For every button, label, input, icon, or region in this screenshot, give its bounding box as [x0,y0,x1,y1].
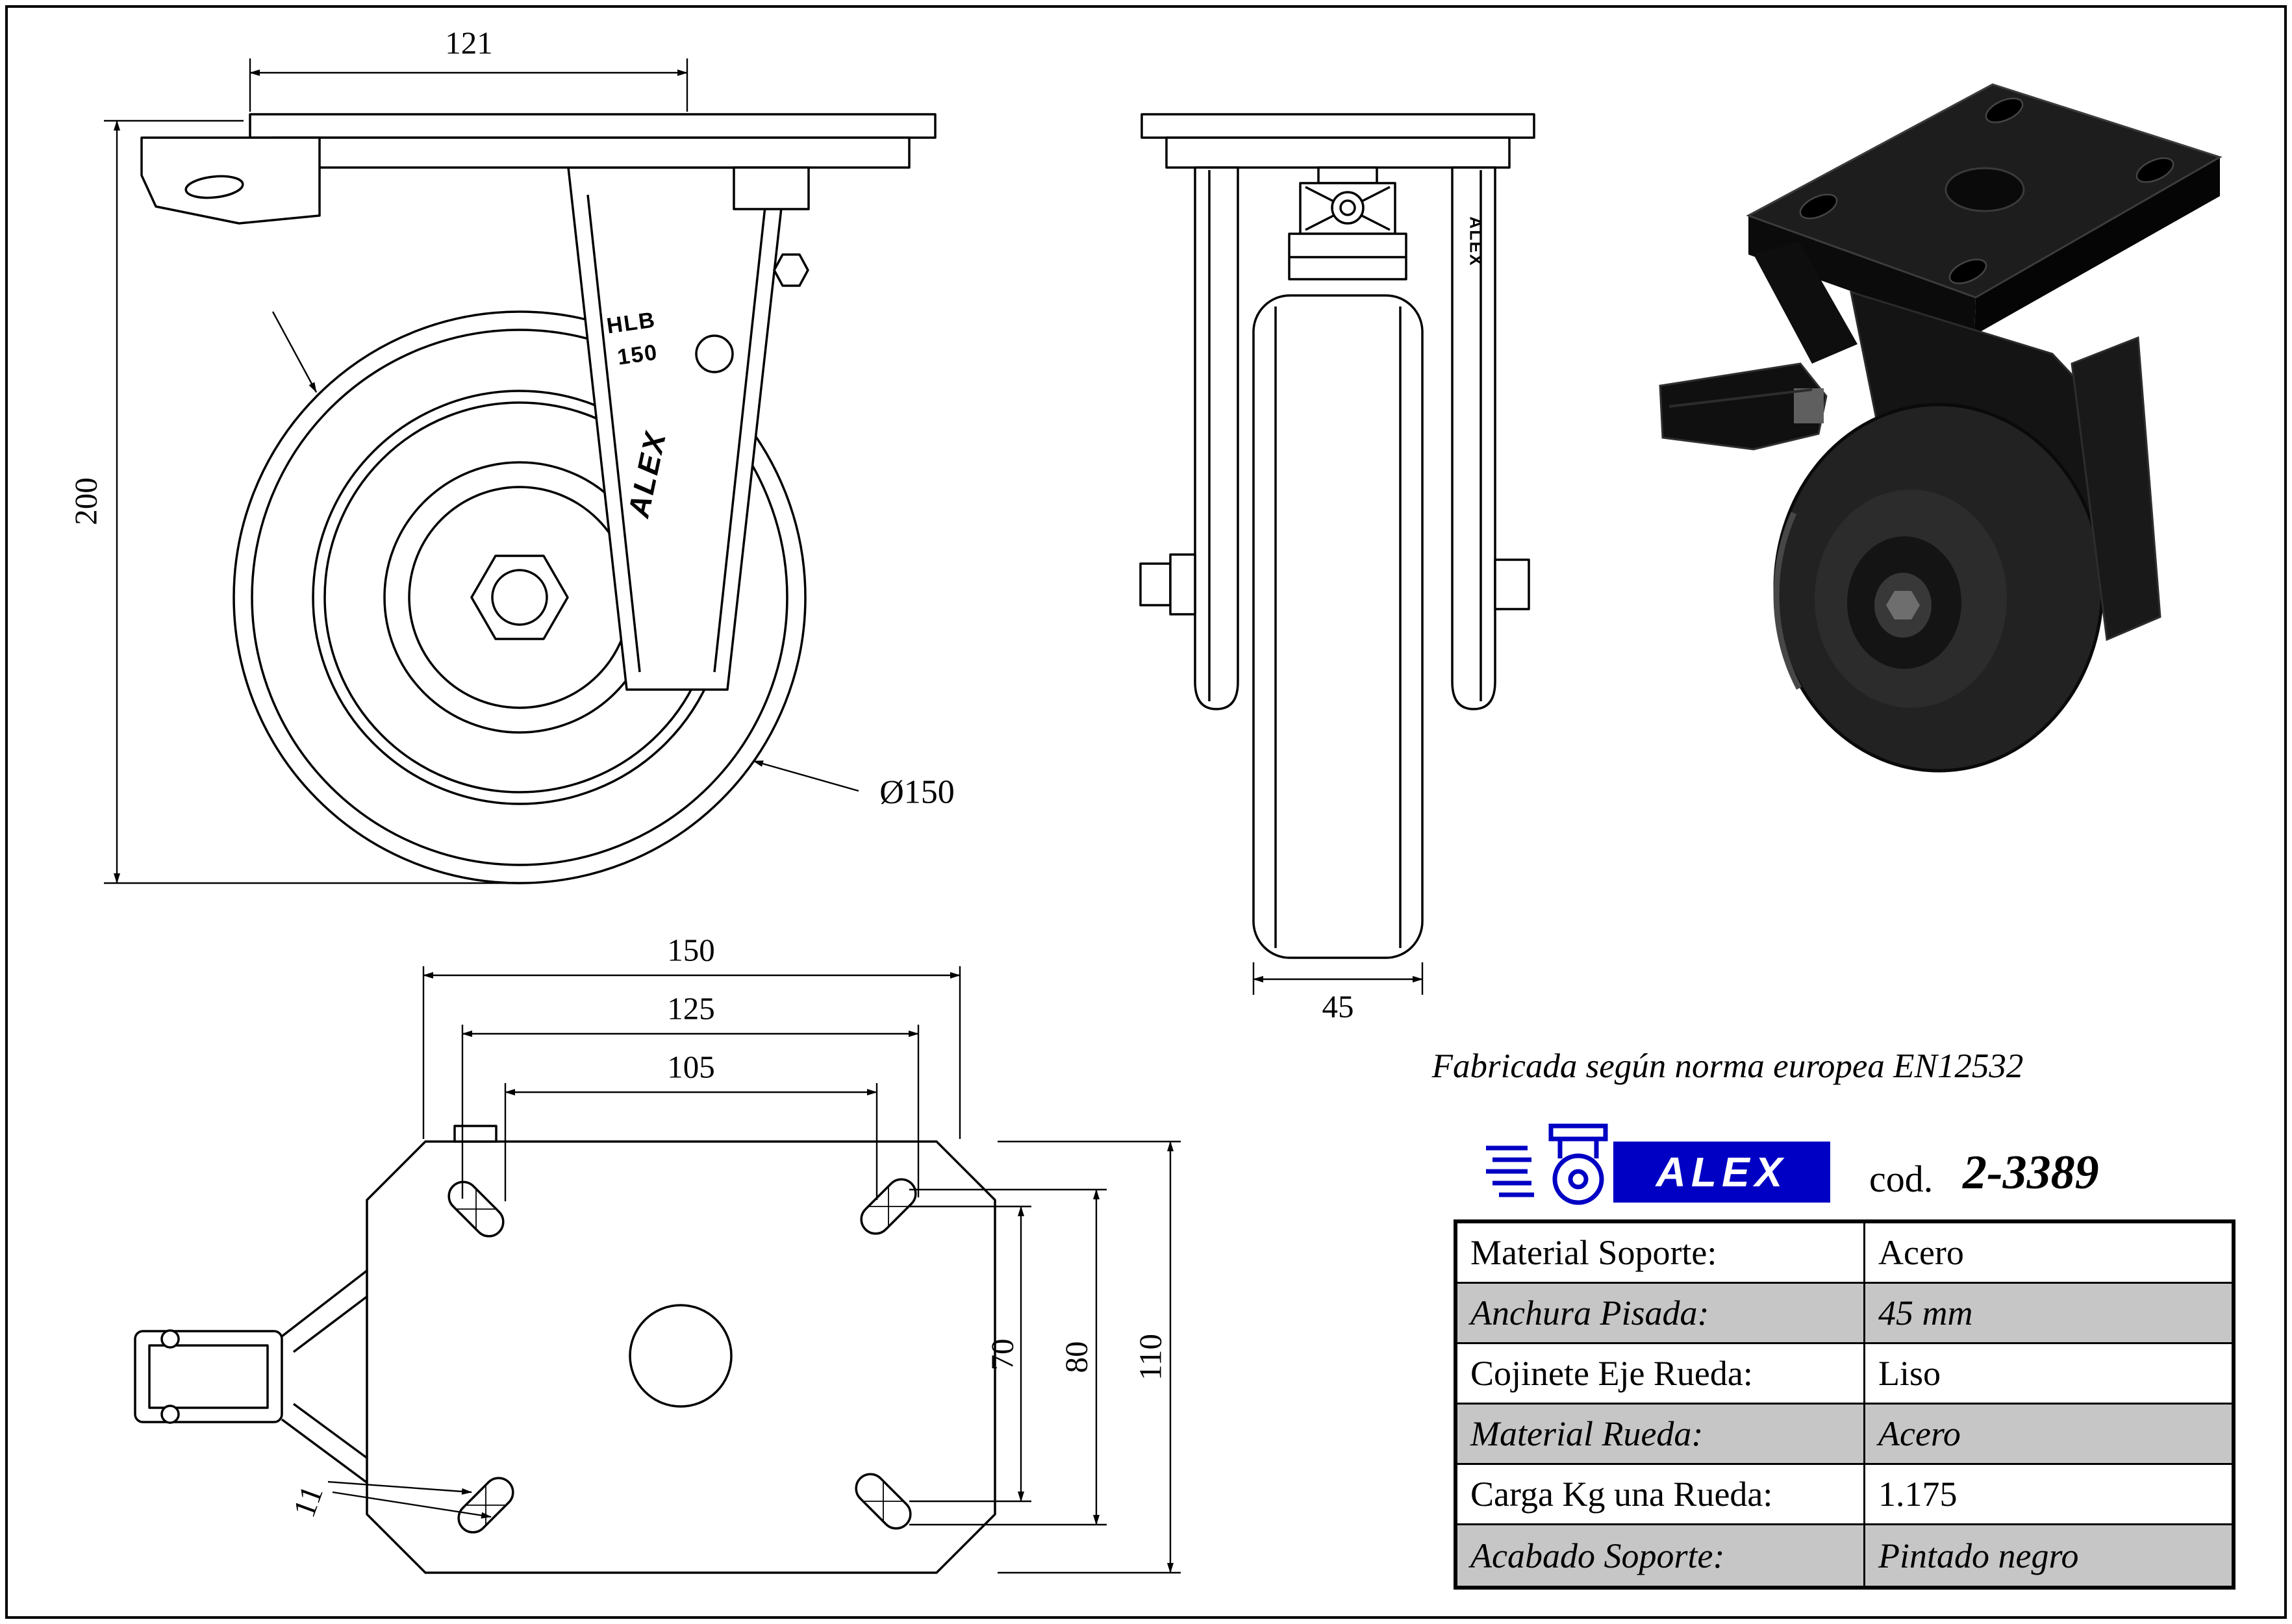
front-view [104,58,937,884]
dim-110-label: 110 [1132,1334,1168,1380]
dim-200-label: 200 [68,477,104,525]
spec-label: Material Rueda: [1457,1405,1865,1463]
plate-dimensions [327,966,1181,1574]
alex-caster-logo-icon [1486,1123,1608,1205]
brand-logo: ALEX [1613,1142,1830,1203]
dim-80-label: 80 [1058,1341,1094,1373]
render-kingpin-hole [1945,167,2025,212]
spec-row: Acabado Soporte: Pintado negro [1457,1525,2232,1586]
slot-center-marks [457,1187,908,1525]
slot-leader-1 [327,1480,472,1495]
spec-value: Liso [1878,1354,1941,1393]
dim-150-label: 150 [667,932,715,968]
render-front-leg [2071,336,2161,642]
code-value: 2-3389 [1963,1146,2099,1199]
spec-value: Acero [1878,1233,1964,1272]
render-brake-lever [1659,362,1828,451]
spec-table: Material Soporte: Acero Anchura Pisada: … [1454,1219,2235,1590]
fork-legs [1194,166,1496,710]
spec-value: Acero [1878,1414,1961,1453]
spec-row: Material Rueda: Acero [1457,1405,2232,1465]
plate-top-view [134,966,1181,1574]
front-dimensions [104,58,859,884]
mounting-plate-side [1140,113,1535,169]
render-axle-nut [1886,591,1920,619]
diameter-leader [753,760,859,792]
page-border [5,5,2287,1619]
spec-row: Carga Kg una Rueda: 1.175 [1457,1465,2232,1525]
spec-label: Carga Kg una Rueda: [1457,1465,1865,1523]
standard-note: Fabricada según norma europea EN12532 [1431,1047,2024,1085]
wheel-side [1252,294,1424,959]
slot-leader-2 [332,1491,492,1519]
spec-row: Cojinete Eje Rueda: Liso [1457,1344,2232,1405]
spec-value: Pintado negro [1878,1536,2079,1575]
dim-125-label: 125 [667,990,715,1027]
spec-row: Anchura Pisada: 45 mm [1457,1284,2232,1344]
axle-bolt [1139,553,1530,616]
spec-value: 1.175 [1878,1475,1958,1514]
side-dimensions [1252,962,1424,995]
bracket-slot [184,175,244,199]
leg-brand-stamp: ALEX [1466,216,1486,267]
axle-nut [470,555,569,640]
dim-105-label: 105 [667,1049,715,1085]
spec-row: Material Soporte: Acero [1457,1223,2232,1284]
swivel-fork [567,166,787,691]
code-label: cod. [1869,1158,1933,1200]
swivel-housing [733,166,810,210]
spec-label: Acabado Soporte: [1457,1525,1865,1586]
spec-label: Anchura Pisada: [1457,1284,1865,1342]
brand-name: ALEX [1656,1149,1788,1195]
swivel-assembly [1288,166,1407,281]
brake-pedal [134,1269,369,1484]
dim-45-label: 45 [1322,988,1354,1025]
grease-fitting [773,253,809,287]
spec-value: 45 mm [1878,1293,1973,1332]
lever-tab [453,1125,497,1143]
mounting-plate-front [140,113,937,225]
dim-121-label: 121 [445,25,493,61]
fork-hole [695,334,734,373]
kingpin-hole [629,1304,733,1408]
dim-70-label: 70 [984,1338,1020,1371]
side-view [1139,113,1535,995]
dim-diameter-label: Ø150 [879,773,955,811]
render-3d [1659,83,2223,773]
tread-leader [271,311,318,393]
spec-label: Material Soporte: [1457,1223,1865,1282]
spec-label: Cojinete Eje Rueda: [1457,1344,1865,1403]
